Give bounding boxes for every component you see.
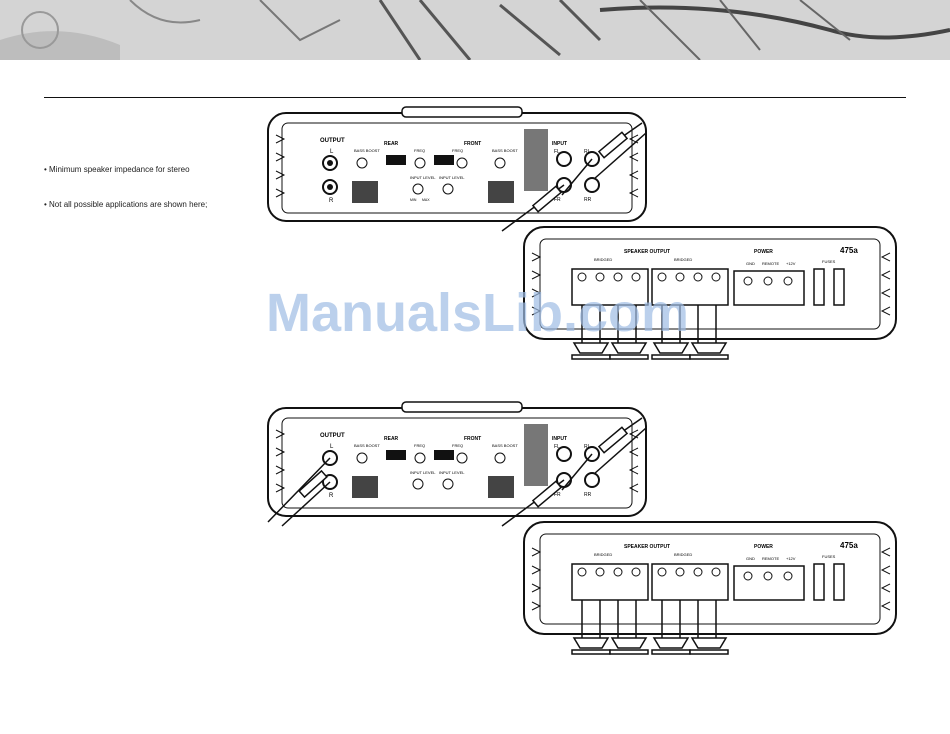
label-speaker-output-2: SPEAKER OUTPUT	[624, 544, 670, 550]
label-remote-2: REMOTE	[762, 556, 779, 561]
label-freq-front: FREQ	[452, 148, 463, 153]
label-speaker-output: SPEAKER OUTPUT	[624, 249, 670, 255]
speaker-wires-2	[581, 600, 717, 638]
rca-cables-1	[501, 122, 647, 232]
label-bridged-2: BRIDGED	[674, 257, 692, 262]
label-bass-boost-rear-2: BASS BOOST	[354, 443, 380, 448]
label-bass-boost-front: BASS BOOST	[492, 148, 518, 153]
label-fuses-2: FUSES	[822, 554, 836, 559]
wiring-diagram-1: OUTPUT L R REAR FRONT BASS BOOST BASS BO…	[262, 105, 902, 378]
label-front-2: FRONT	[464, 436, 481, 442]
label-bridged-4: BRIDGED	[674, 552, 692, 557]
label-rr-2: RR	[584, 492, 592, 498]
label-freq-front-2: FREQ	[452, 443, 463, 448]
label-model: 475a	[840, 246, 858, 255]
amp-input-panel-1: OUTPUT L R REAR FRONT BASS BOOST BASS BO…	[267, 106, 647, 222]
label-fl-2: FL	[554, 444, 560, 450]
label-input: INPUT	[552, 141, 567, 147]
label-fr: FR	[554, 197, 561, 203]
speakers-1	[571, 342, 729, 360]
label-fr-2: FR	[554, 492, 561, 498]
label-model-2: 475a	[840, 541, 858, 550]
label-remote: REMOTE	[762, 261, 779, 266]
label-rl: RL	[584, 149, 591, 155]
label-12v: +12V	[786, 261, 796, 266]
label-12v-2: +12V	[786, 556, 796, 561]
note-impedance: • Minimum speaker impedance for stereo	[44, 165, 190, 174]
label-gnd-2: GND	[746, 556, 755, 561]
horizontal-rule	[44, 97, 906, 98]
label-bass-boost-rear: BASS BOOST	[354, 148, 380, 153]
label-power: POWER	[754, 249, 773, 255]
header-banner	[0, 0, 950, 60]
label-rear: REAR	[384, 141, 399, 147]
label-input-2: INPUT	[552, 436, 567, 442]
label-rr: RR	[584, 197, 592, 203]
label-freq-rear-2: FREQ	[414, 443, 425, 448]
rca-cables-2	[267, 417, 647, 527]
label-bridged-1: BRIDGED	[594, 257, 612, 262]
label-input-level-rear: INPUT LEVEL	[410, 175, 436, 180]
speakers-2	[571, 637, 729, 655]
label-bass-boost-front-2: BASS BOOST	[492, 443, 518, 448]
note-applications: • Not all possible applications are show…	[44, 200, 208, 209]
label-max: MAX	[422, 198, 430, 202]
label-rear-2: REAR	[384, 436, 399, 442]
speaker-wires-1	[581, 305, 717, 343]
label-output: OUTPUT	[320, 138, 345, 144]
label-fuses: FUSES	[822, 259, 836, 264]
label-rl-2: RL	[584, 444, 591, 450]
amp-output-panel-2: SPEAKER OUTPUT BRIDGED BRIDGED POWER GND…	[523, 521, 897, 635]
amp-input-panel-2: OUTPUT L R REAR FRONT BASS BOOST BASS BO…	[267, 401, 647, 517]
label-fl: FL	[554, 149, 560, 155]
label-input-level-rear-2: INPUT LEVEL	[410, 470, 436, 475]
label-r: R	[329, 198, 334, 204]
label-front: FRONT	[464, 141, 481, 147]
label-power-2: POWER	[754, 544, 773, 550]
label-output-2: OUTPUT	[320, 433, 345, 439]
label-l: L	[330, 149, 334, 155]
label-gnd: GND	[746, 261, 755, 266]
wiring-diagram-2: OUTPUT L R REAR FRONT BASS BOOST BASS BO…	[262, 400, 902, 673]
amp-output-panel-1: SPEAKER OUTPUT BRIDGED BRIDGED POWER GND…	[523, 226, 897, 340]
label-input-level-front: INPUT LEVEL	[439, 175, 465, 180]
label-l-2: L	[330, 444, 334, 450]
label-input-level-front-2: INPUT LEVEL	[439, 470, 465, 475]
label-bridged-3: BRIDGED	[594, 552, 612, 557]
label-min: MIN	[410, 198, 417, 202]
label-r-2: R	[329, 493, 334, 499]
watermark-text: ManualsLib.com	[266, 283, 690, 343]
label-freq-rear: FREQ	[414, 148, 425, 153]
